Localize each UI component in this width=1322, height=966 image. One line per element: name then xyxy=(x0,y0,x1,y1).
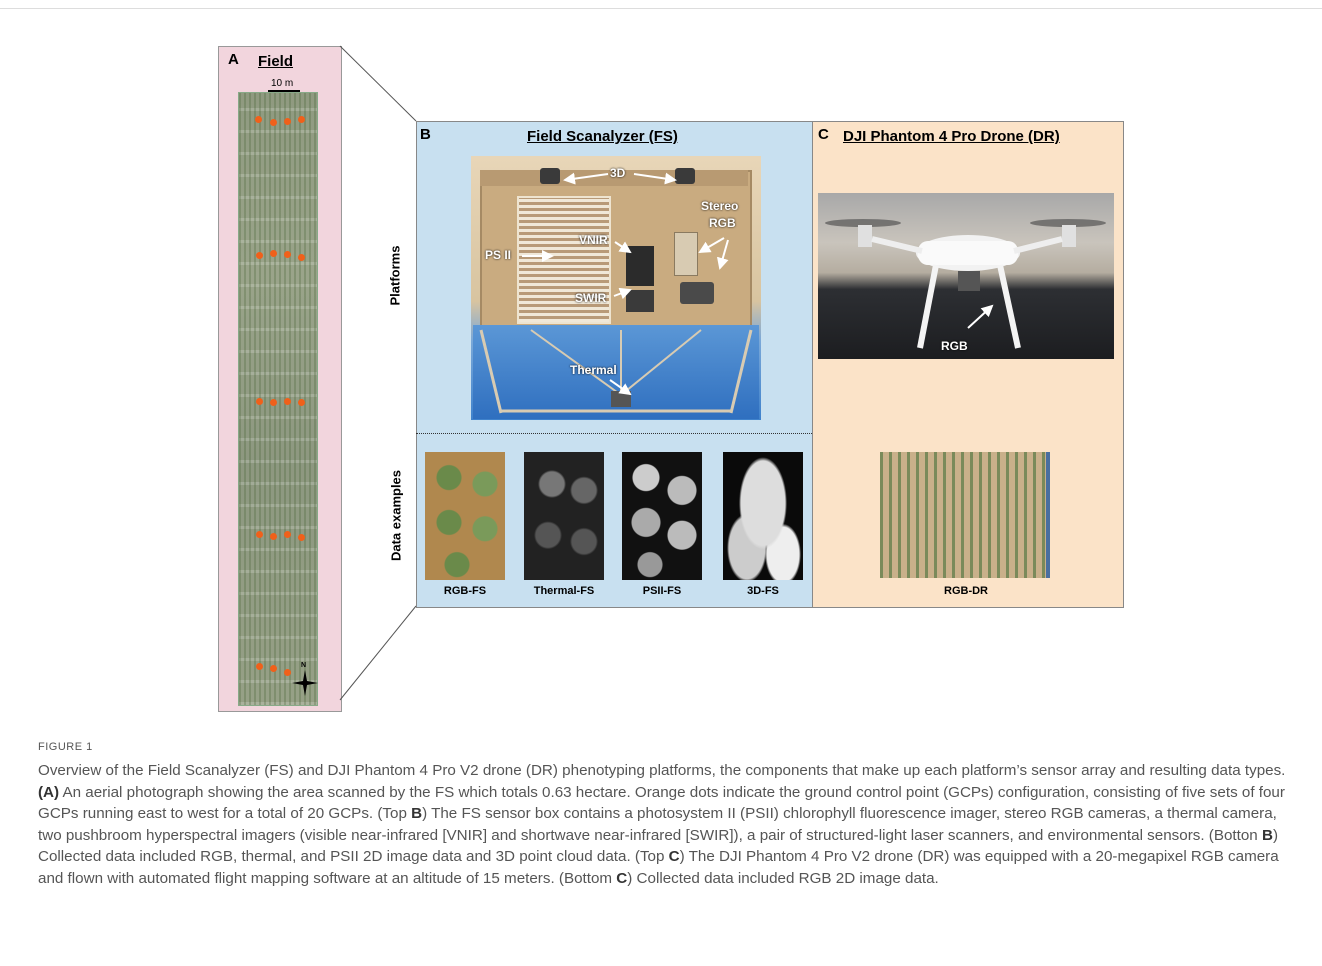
gcp-dot xyxy=(256,252,263,259)
thumb-label-rgb-fs: RGB-FS xyxy=(443,585,487,597)
gcp-dot xyxy=(270,250,277,257)
label-3d: 3D xyxy=(610,166,626,180)
drone-illustration xyxy=(825,219,1106,349)
gcp-dot xyxy=(284,531,291,538)
thumb-3d-fs xyxy=(723,452,803,580)
gcp-dot xyxy=(255,116,262,123)
gcp-dot xyxy=(270,399,277,406)
label-stereo: Stereo xyxy=(701,199,739,213)
gcp-dot xyxy=(284,251,291,258)
laser-scanner-left xyxy=(540,168,560,184)
north-compass-icon xyxy=(292,670,318,696)
row-separator xyxy=(416,433,1122,434)
gcp-dot xyxy=(298,534,305,541)
gcp-dot xyxy=(256,398,263,405)
stereo-rgb-camera xyxy=(674,232,698,276)
thumb-label-rgb-dr: RGB-DR xyxy=(944,585,988,597)
thumb-rgb-dr-edge xyxy=(1046,452,1050,578)
gcp-dot xyxy=(270,119,277,126)
thumb-label-psii-fs: PSII-FS xyxy=(642,585,682,597)
thumb-psii-fs xyxy=(622,452,702,580)
panel-c-letter: C xyxy=(818,126,829,143)
panel-a-letter: A xyxy=(228,51,239,68)
thumb-label-3d-fs: 3D-FS xyxy=(747,585,779,597)
gcp-dot xyxy=(270,533,277,540)
label-vnir: VNIR xyxy=(579,233,608,247)
gcp-dot xyxy=(270,665,277,672)
gcp-dot xyxy=(298,254,305,261)
scale-bar-label: 10 m xyxy=(271,78,294,89)
label-thermal: Thermal xyxy=(570,363,617,377)
north-label: N xyxy=(301,662,307,669)
label-rgb: RGB xyxy=(709,216,736,230)
scale-bar xyxy=(268,90,300,92)
gcp-dot xyxy=(256,531,263,538)
top-rule xyxy=(0,8,1322,9)
figure-label: FIGURE 1 xyxy=(38,741,93,753)
gcp-dot xyxy=(284,669,291,676)
thumb-thermal-fs xyxy=(524,452,604,580)
laser-scanner-right xyxy=(675,168,695,184)
figure-caption: Overview of the Field Scanalyzer (FS) an… xyxy=(38,762,1286,887)
panel-b-letter: B xyxy=(420,126,431,143)
gcp-dot xyxy=(284,118,291,125)
gcp-dot xyxy=(298,399,305,406)
gcp-dot xyxy=(284,398,291,405)
label-psii: PS II xyxy=(485,248,512,262)
aerial-field-photo xyxy=(238,92,318,706)
gcp-dot xyxy=(298,116,305,123)
panel-c-title: DJI Phantom 4 Pro Drone (DR) xyxy=(843,128,1060,145)
gcp-dot xyxy=(256,663,263,670)
panel-b-title: Field Scanalyzer (FS) xyxy=(527,128,678,145)
environmental-sensors xyxy=(680,282,714,304)
thumb-label-thermal-fs: Thermal-FS xyxy=(533,585,595,597)
label-drone-rgb: RGB xyxy=(941,339,968,353)
psii-imager xyxy=(517,196,611,324)
thumb-rgb-dr xyxy=(880,452,1050,578)
label-swir: SWIR xyxy=(575,291,607,305)
thumb-rgb-fs xyxy=(425,452,505,580)
swir-camera xyxy=(626,290,654,312)
panel-a-title: Field xyxy=(258,53,294,70)
